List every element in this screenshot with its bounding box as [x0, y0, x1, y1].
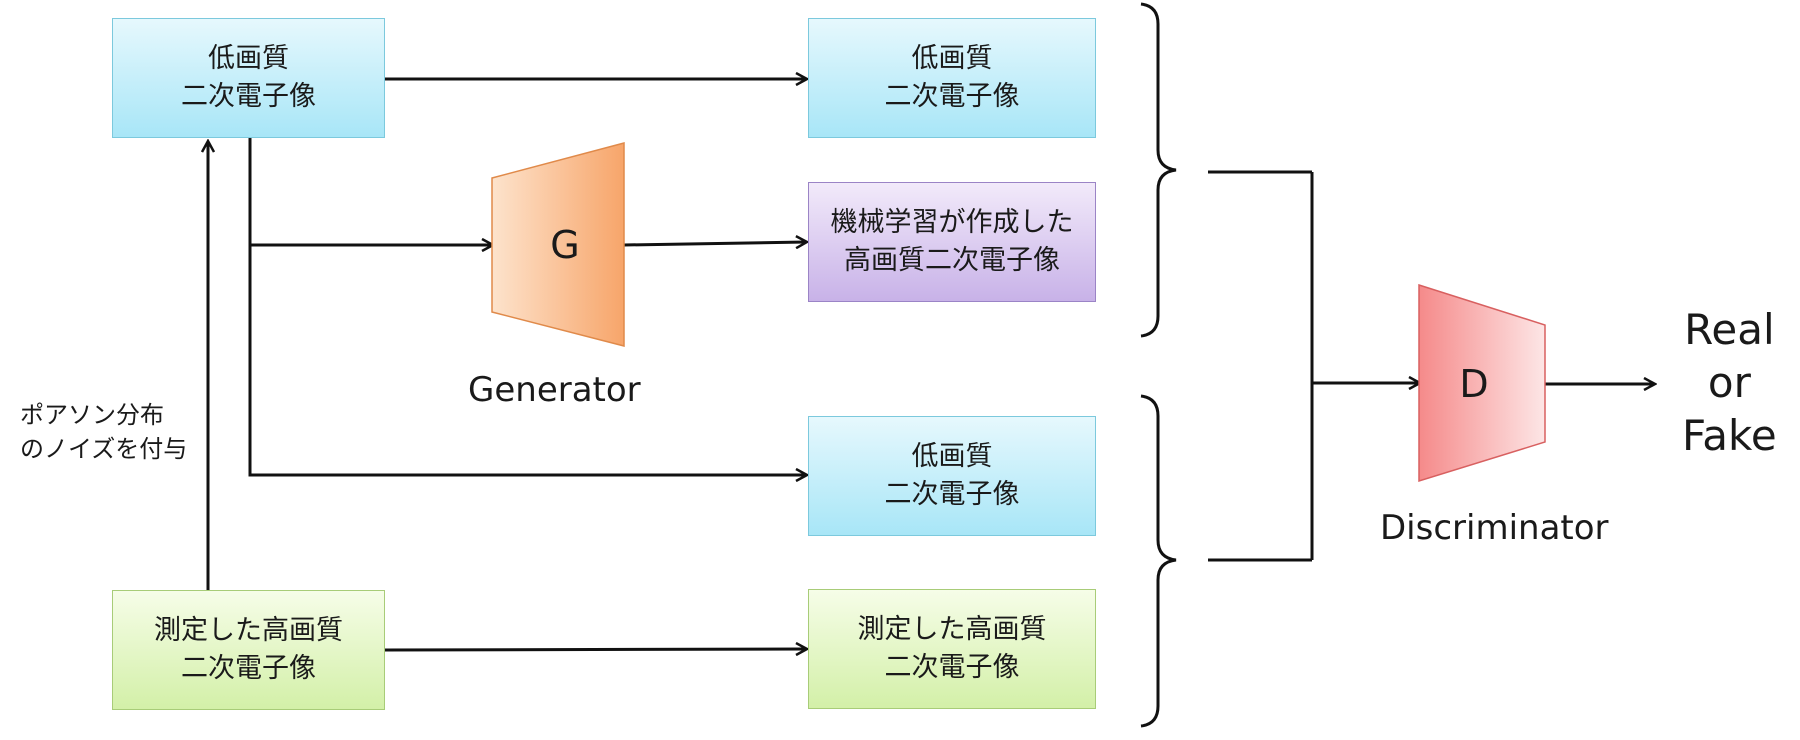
arrow-measured-to-measured [384, 649, 806, 650]
measured-high-quality-label: 測定した高画質 二次電子像 [154, 615, 343, 684]
discriminator-shape [1418, 283, 1546, 483]
brace-bottom [1140, 394, 1177, 728]
generator-label: Generator [468, 370, 641, 410]
noise-label: ポアソン分布 のノイズを付与 [20, 401, 188, 463]
branch-line [248, 138, 806, 475]
generated-high-quality-box: 機械学習が作成した 高画質二次電子像 [808, 182, 1096, 302]
discriminator-letter: D [1459, 362, 1489, 406]
real-or-fake-label: Real or Fake [1682, 305, 1777, 460]
arrow-generator-output [623, 242, 806, 245]
discriminator-label: Discriminator [1380, 508, 1609, 548]
brace-top [1140, 2, 1177, 338]
generated-high-quality-label: 機械学習が作成した 高画質二次電子像 [830, 207, 1074, 276]
input-low-quality-label: 低画質 二次電子像 [181, 43, 316, 112]
output-low-quality-bottom-label: 低画質 二次電子像 [884, 441, 1020, 510]
measured-high-quality-box: 測定した高画質 二次電子像 [112, 590, 385, 710]
output-low-quality-top-label: 低画質 二次電子像 [884, 43, 1020, 112]
generator-letter: G [550, 223, 580, 267]
output-low-quality-top-box: 低画質 二次電子像 [808, 18, 1096, 138]
output-low-quality-bottom-box: 低画質 二次電子像 [808, 416, 1096, 536]
input-low-quality-box: 低画質 二次電子像 [112, 18, 385, 138]
output-measured-high-quality-box: 測定した高画質 二次電子像 [808, 589, 1096, 709]
output-measured-high-quality-label: 測定した高画質 二次電子像 [857, 614, 1047, 683]
generator-shape [491, 142, 625, 347]
